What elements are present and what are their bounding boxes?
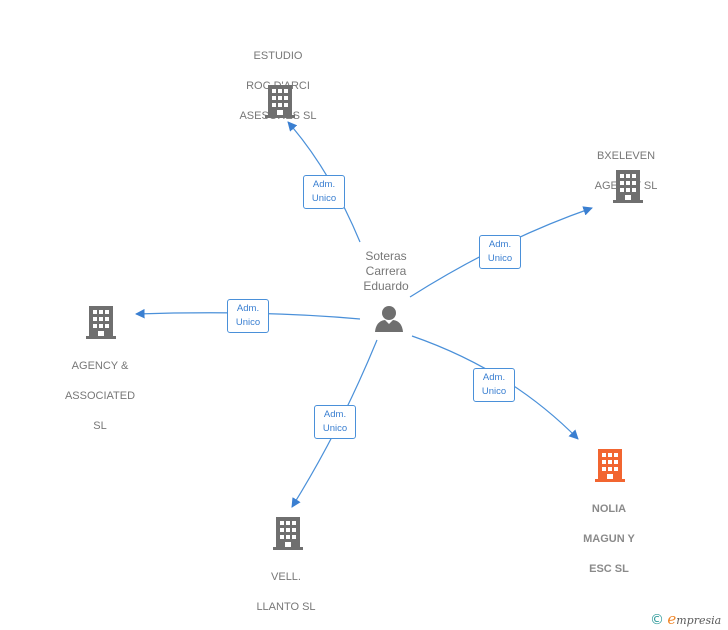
company-nolia-line-1: NOLIA <box>591 503 627 515</box>
company-agency-line-3: SL <box>93 420 107 432</box>
center-name-line-1: Soteras <box>365 249 407 263</box>
building-icon[interactable] <box>612 169 644 203</box>
edge-label-agency: Adm. Unico <box>227 299 269 333</box>
brand-logo-initial: e <box>667 610 677 628</box>
company-label-vell[interactable]: VELL. LLANTO SL <box>226 555 346 630</box>
company-nolia-line-3: ESC SL <box>589 563 629 575</box>
edge-label-line-2: Unico <box>481 386 507 397</box>
edge-label-bxeleven: Adm. Unico <box>479 235 521 269</box>
building-icon[interactable] <box>272 516 304 550</box>
company-bxeleven-line-1: BXELEVEN <box>596 150 656 162</box>
building-icon[interactable] <box>264 84 296 118</box>
edge-label-line-1: Adm. <box>482 372 506 383</box>
center-name-line-3: Eduardo <box>363 279 409 293</box>
edge-label-line-1: Adm. <box>488 239 512 250</box>
edge-label-line-1: Adm. <box>312 179 336 190</box>
edge-label-nolia: Adm. Unico <box>473 368 515 402</box>
edge-label-line-1: Adm. <box>236 303 260 314</box>
company-vell-line-2: LLANTO SL <box>256 601 316 613</box>
edge-label-line-2: Unico <box>322 423 348 434</box>
company-nolia-line-2: MAGUN Y <box>583 533 635 545</box>
building-icon-highlighted[interactable] <box>594 448 626 482</box>
brand-logo-text: mpresia <box>676 614 722 627</box>
edge-label-vell: Adm. Unico <box>314 405 356 439</box>
company-agency-line-2: ASSOCIATED <box>64 390 136 402</box>
edge-label-line-2: Unico <box>311 193 337 204</box>
copyright-icon: © <box>650 612 664 628</box>
company-label-agency[interactable]: AGENCY & ASSOCIATED SL <box>40 344 160 449</box>
center-person-name[interactable]: Soteras Carrera Eduardo <box>348 249 424 294</box>
center-name-line-2: Carrera <box>365 264 407 278</box>
brand-footer[interactable]: © empresia <box>650 610 721 628</box>
company-vell-line-1: VELL. <box>271 571 301 583</box>
edge-label-line-1: Adm. <box>323 409 347 420</box>
edge-label-line-2: Unico <box>487 253 513 264</box>
company-estudio-line-1: ESTUDIO <box>253 50 303 62</box>
building-icon[interactable] <box>85 305 117 339</box>
edge-label-estudio: Adm. Unico <box>303 175 345 209</box>
company-agency-line-1: AGENCY & <box>71 360 129 372</box>
person-icon[interactable] <box>374 304 404 332</box>
edge-label-line-2: Unico <box>235 317 261 328</box>
company-label-nolia[interactable]: NOLIA MAGUN Y ESC SL <box>549 487 669 592</box>
